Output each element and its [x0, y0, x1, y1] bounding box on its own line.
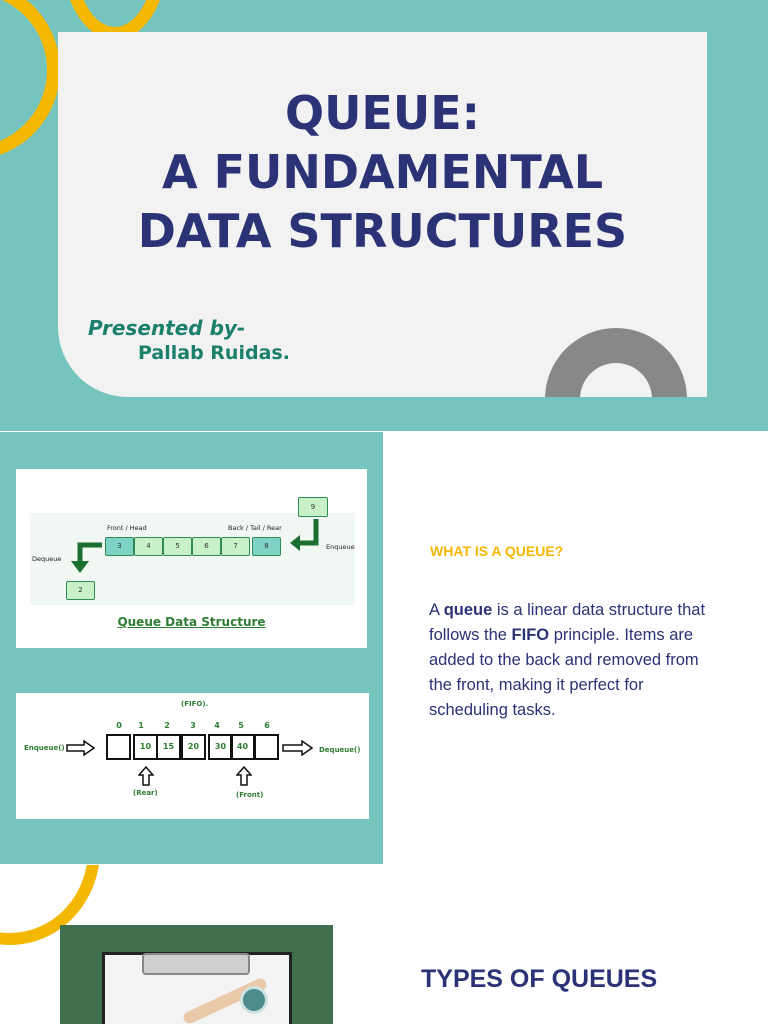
fifo-array-diagram-image: (FIFO). 0 1 2 3 4 5 6 10 15 20 30 40 Enq… — [16, 693, 369, 819]
dequeue-function-label: Dequeue() — [319, 746, 361, 754]
incoming-element: 9 — [298, 497, 328, 517]
types-of-queues-slide: TYPES OF QUEUES — [0, 865, 768, 1024]
diagram-panel: Front / Head Back / Tail / Rear 3 4 5 6 … — [0, 432, 383, 864]
index-label: 4 — [214, 721, 220, 730]
enqueue-label: Enqueue — [326, 543, 355, 551]
decorative-ring-left — [0, 0, 60, 160]
dequeue-arrow-icon — [71, 542, 102, 573]
queue-cell: 5 — [163, 537, 192, 556]
queue-cell: 4 — [134, 537, 163, 556]
index-label: 0 — [116, 721, 122, 730]
diagram-caption: Queue Data Structure — [117, 615, 266, 629]
enqueue-function-label: Enqueue() — [24, 744, 65, 752]
back-tail-rear-label: Back / Tail / Rear — [228, 524, 282, 532]
clipboard-clip — [142, 953, 250, 975]
bold-term-fifo: FIFO — [511, 626, 550, 644]
queue-diagram-image: Front / Head Back / Tail / Rear 3 4 5 6 … — [16, 469, 367, 648]
array-cell: 10 — [133, 734, 158, 760]
bold-term-queue: queue — [443, 601, 493, 619]
array-cell: 20 — [181, 734, 206, 760]
index-label: 6 — [264, 721, 270, 730]
enqueue-hollow-arrow-icon — [66, 740, 96, 756]
round-object — [240, 986, 268, 1014]
array-cell — [254, 734, 279, 760]
array-cell: 40 — [230, 734, 255, 760]
front-head-label: Front / Head — [107, 524, 147, 532]
rear-up-arrow-icon — [138, 766, 154, 786]
front-label: (Front) — [236, 791, 264, 799]
presenter-name: Pallab Ruidas. — [138, 342, 290, 364]
index-label: 2 — [164, 721, 170, 730]
rear-label: (Rear) — [133, 789, 158, 797]
presented-by-label: Presented by- — [88, 316, 246, 340]
text-segment: is a linear data structure that follows … — [429, 601, 706, 644]
title-slide: QUEUE: A FUNDAMENTAL DATA STRUCTURES Pre… — [0, 0, 768, 431]
title-line-1: QUEUE: — [284, 86, 481, 140]
index-label: 5 — [238, 721, 244, 730]
slide-title: QUEUE: A FUNDAMENTAL DATA STRUCTURES — [58, 84, 707, 261]
enqueue-arrow-icon — [290, 519, 319, 551]
what-is-queue-slide: Front / Head Back / Tail / Rear 3 4 5 6 … — [0, 432, 768, 864]
queue-cell: 7 — [221, 537, 250, 556]
dequeue-label: Dequeue — [32, 555, 62, 563]
section-heading: WHAT IS A QUEUE? — [430, 543, 564, 559]
front-up-arrow-icon — [236, 766, 252, 786]
slide-title: TYPES OF QUEUES — [421, 965, 658, 993]
definition-paragraph: A queue is a linear data structure that … — [429, 598, 719, 723]
dequeue-hollow-arrow-icon — [282, 740, 314, 756]
fifo-label: (FIFO). — [181, 700, 209, 708]
clipboard-photo — [60, 925, 333, 1024]
title-line-3: DATA STRUCTURES — [137, 204, 628, 258]
queue-cell: 3 — [105, 537, 134, 556]
queue-cell: 8 — [252, 537, 281, 556]
array-cell: 15 — [156, 734, 181, 760]
title-line-2: A FUNDAMENTAL — [161, 145, 604, 199]
index-label: 1 — [138, 721, 144, 730]
title-card: QUEUE: A FUNDAMENTAL DATA STRUCTURES Pre… — [58, 32, 707, 397]
text-segment: A — [429, 601, 444, 619]
outgoing-element: 2 — [66, 581, 95, 600]
index-label: 3 — [190, 721, 196, 730]
array-cell: 30 — [208, 734, 233, 760]
queue-cell: 6 — [192, 537, 221, 556]
array-cell — [106, 734, 131, 760]
text-segment: principle. Items are added to the back a… — [429, 626, 699, 719]
